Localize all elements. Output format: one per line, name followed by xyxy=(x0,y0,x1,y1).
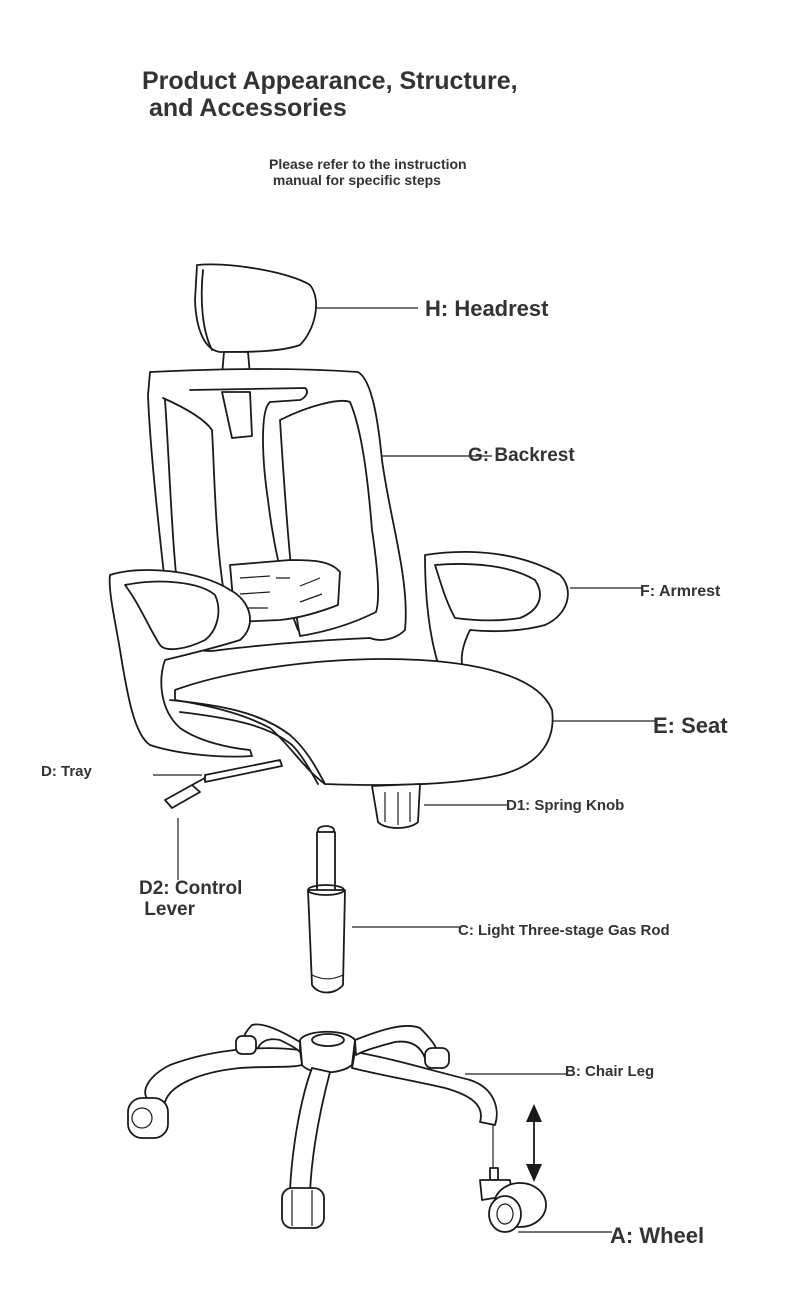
page-subtitle: Please refer to the instruction manual f… xyxy=(269,156,467,188)
gas-rod-part xyxy=(307,825,346,994)
label-seat: E: Seat xyxy=(653,713,728,738)
label-spring-knob: D1: Spring Knob xyxy=(506,797,625,814)
right-armrest-part xyxy=(424,551,569,671)
wheel-part xyxy=(479,1167,547,1233)
label-tray: D: Tray xyxy=(41,763,92,780)
tray-lever-part xyxy=(164,759,283,809)
spring-knob-part xyxy=(371,783,421,829)
label-headrest: H: Headrest xyxy=(425,296,549,321)
label-armrest: F: Armrest xyxy=(640,583,721,600)
headrest-part xyxy=(194,263,317,376)
label-control-lever: D2: Control Lever xyxy=(139,878,243,920)
seat-part xyxy=(169,658,554,786)
label-wheel: A: Wheel xyxy=(610,1223,705,1248)
label-gas-rod: C: Light Three-stage Gas Rod xyxy=(458,922,670,939)
page-title: Product Appearance, Structure, and Acces… xyxy=(142,67,518,122)
label-backrest: G: Backrest xyxy=(468,445,575,466)
chair-leg-part xyxy=(127,1023,498,1229)
assembly-arrow xyxy=(526,1104,542,1182)
left-armrest-part xyxy=(108,569,253,758)
leader-lines xyxy=(153,307,656,1233)
label-chair-leg: B: Chair Leg xyxy=(565,1063,655,1080)
